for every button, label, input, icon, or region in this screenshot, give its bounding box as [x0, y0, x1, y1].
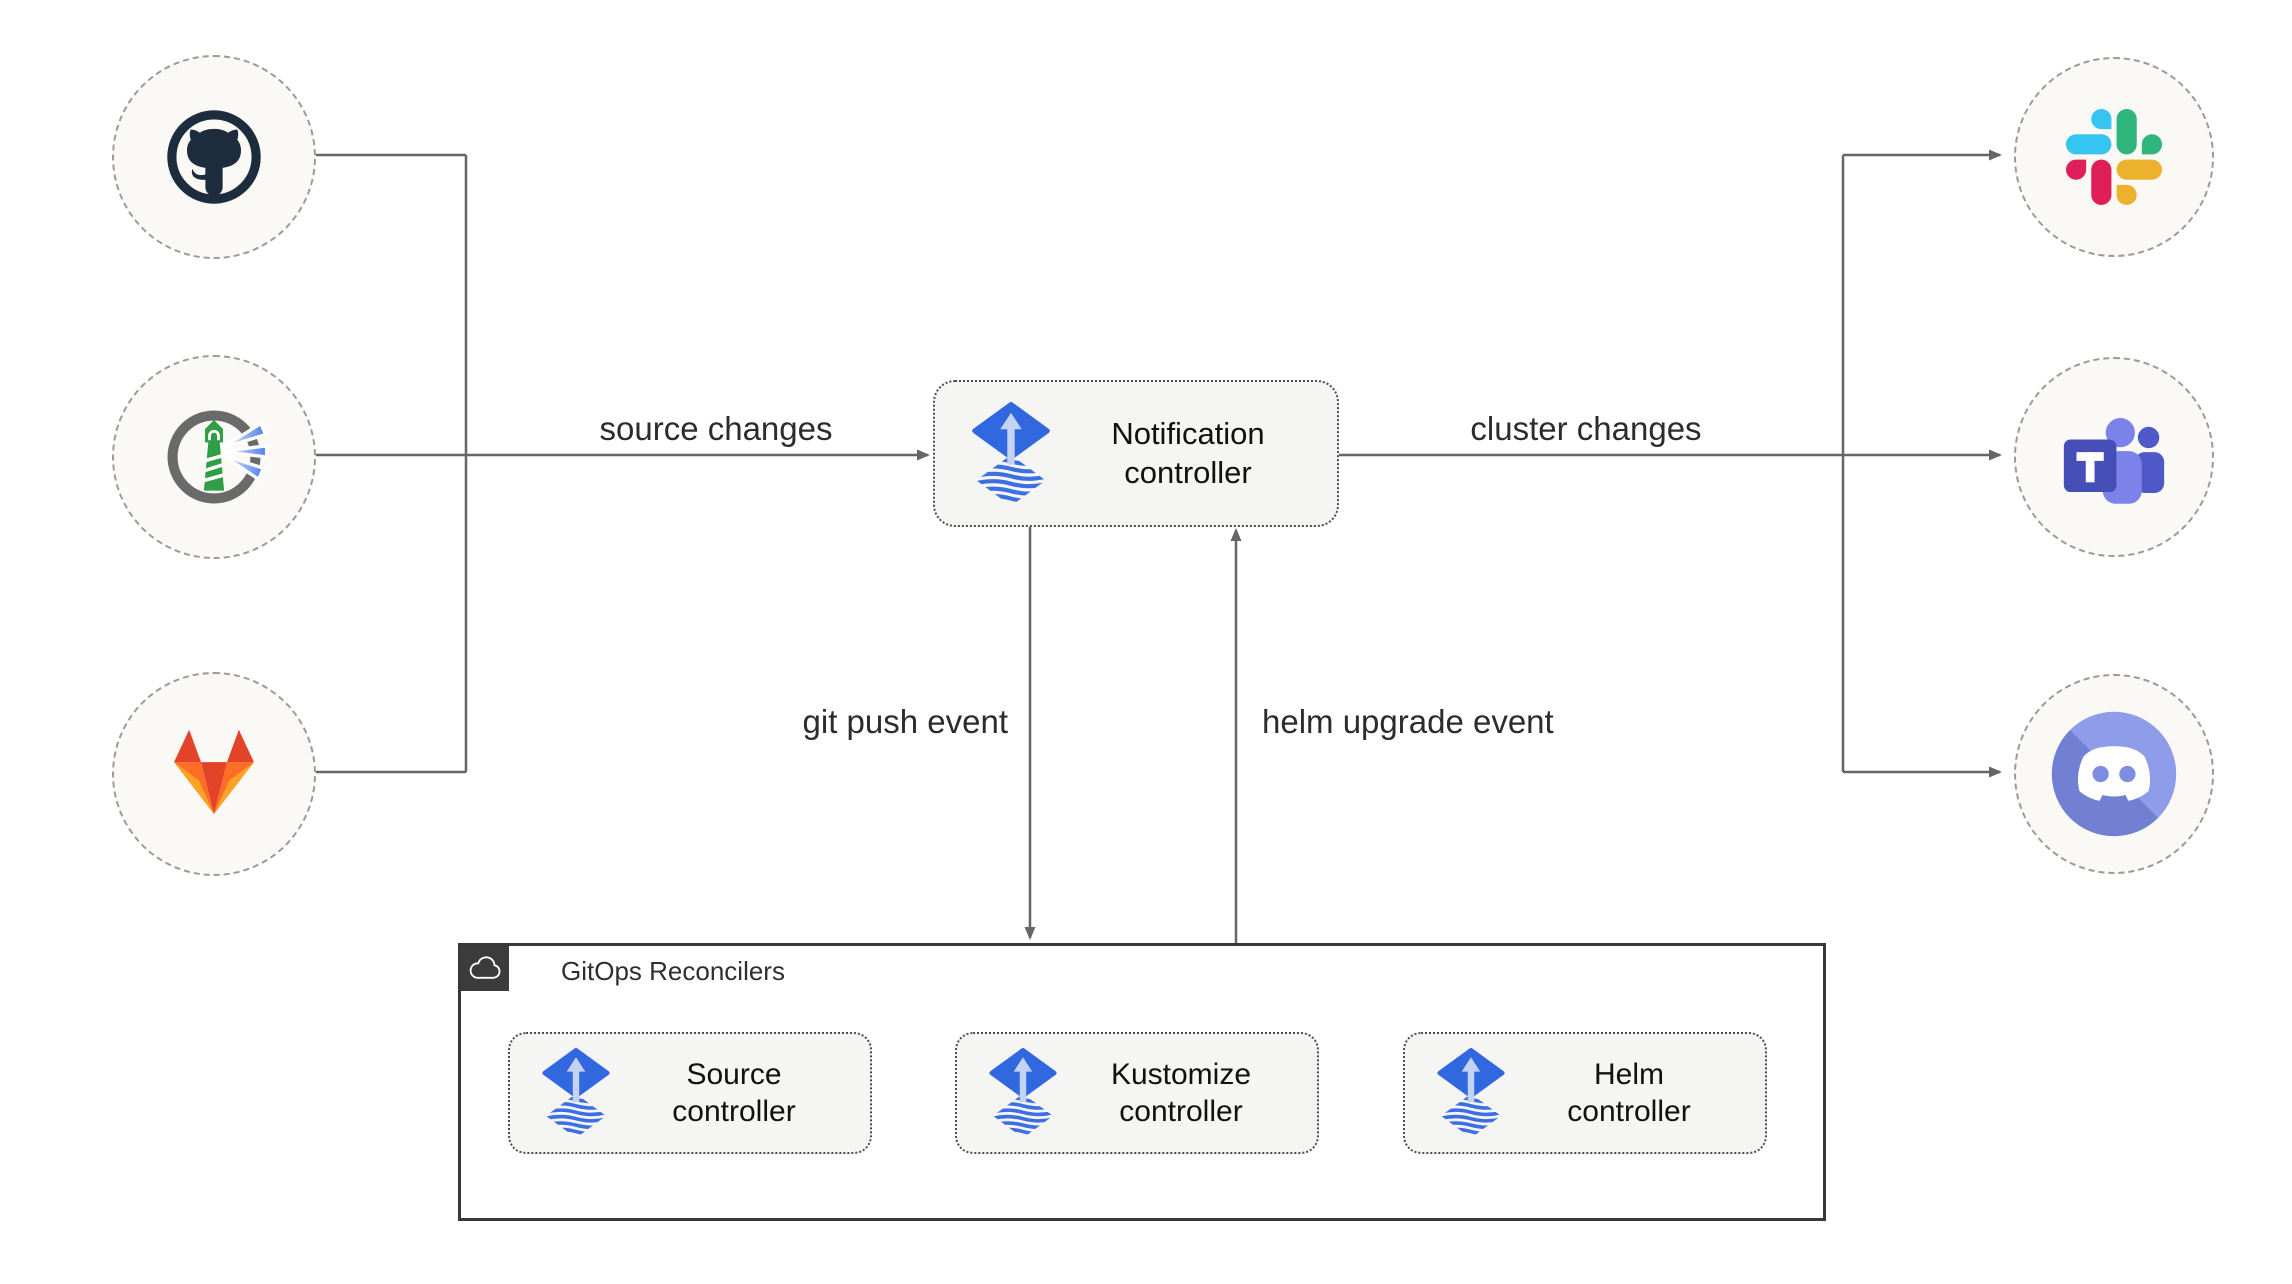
- flux-icon: [972, 401, 1050, 503]
- github-icon: [167, 110, 261, 204]
- slack-icon: [2066, 109, 2162, 205]
- flux-icon: [542, 1048, 610, 1136]
- discord-icon: [2051, 711, 2177, 837]
- source-controller-label: Source controller: [672, 1057, 796, 1129]
- flux-icon: [989, 1048, 1057, 1136]
- source-controller-node: Source controller: [508, 1032, 872, 1154]
- flux-icon: [1437, 1048, 1505, 1136]
- git-push-event-label: git push event: [802, 703, 1008, 740]
- teams-icon: [2063, 418, 2165, 504]
- gitlab-icon: [174, 729, 254, 814]
- source-changes-label: source changes: [599, 410, 833, 447]
- helm-controller-label: Helm controller: [1567, 1057, 1691, 1129]
- notification-controller-node: Notification controller: [933, 380, 1339, 527]
- harbor-node: [112, 355, 316, 559]
- kustomize-controller-label: Kustomize controller: [1110, 1057, 1252, 1129]
- helm-upgrade-event-label: helm upgrade event: [1262, 703, 1554, 740]
- notification-controller-label: Notification controller: [1111, 415, 1265, 490]
- gitlab-node: [112, 672, 316, 876]
- teams-node: [2014, 357, 2214, 557]
- cluster-changes-label: cluster changes: [1470, 410, 1702, 447]
- discord-node: [2014, 674, 2214, 874]
- kustomize-controller-node: Kustomize controller: [955, 1032, 1319, 1154]
- harbor-icon: [167, 410, 269, 504]
- helm-controller-node: Helm controller: [1403, 1032, 1767, 1154]
- gitops-reconcilers-header: [461, 946, 509, 991]
- slack-node: [2014, 57, 2214, 257]
- github-node: [112, 55, 316, 259]
- gitops-reconcilers-title: GitOps Reconcilers: [561, 956, 785, 986]
- cloud-icon: [469, 955, 501, 979]
